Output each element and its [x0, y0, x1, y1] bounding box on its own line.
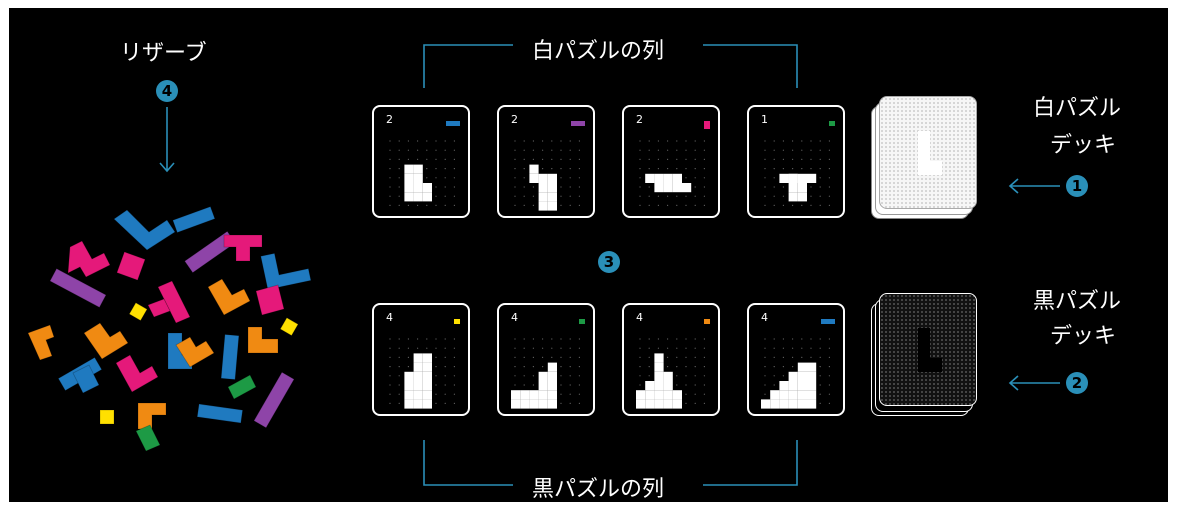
- white-card-1[interactable]: 2: [372, 105, 470, 218]
- black-card-4[interactable]: 4: [747, 303, 845, 416]
- card-number: 4: [636, 311, 643, 324]
- level-indicator-icon: [579, 319, 585, 324]
- white-row-bracket: [423, 44, 513, 88]
- badge-2: 2: [1066, 372, 1088, 394]
- badge-3: 3: [598, 251, 620, 273]
- card-number: 2: [511, 113, 518, 126]
- black-row-label: 黒パズルの列: [532, 477, 665, 502]
- black-step-puzzle-icon: [511, 338, 580, 409]
- black-card-1[interactable]: 4: [372, 303, 470, 416]
- badge-4: 4: [156, 80, 178, 102]
- level-indicator-icon: [704, 121, 710, 129]
- level-indicator-icon: [454, 319, 460, 324]
- black-tower-puzzle-icon: [389, 338, 455, 409]
- black-deck-L-icon: [918, 328, 942, 372]
- card-number: 2: [386, 113, 393, 126]
- black-deck-arrow-icon: [1008, 375, 1060, 391]
- black-card-3[interactable]: 4: [622, 303, 720, 416]
- level-indicator-icon: [829, 121, 835, 126]
- white-deck-L-icon: [918, 131, 942, 175]
- white-deck-label-2: デッキ: [1050, 133, 1117, 158]
- reserve-label: リザーブ: [120, 41, 207, 66]
- level-indicator-icon: [446, 121, 460, 126]
- black-peak-puzzle-icon: [636, 338, 705, 409]
- white-card-3[interactable]: 2: [622, 105, 720, 218]
- white-row-label: 白パズルの列: [532, 39, 665, 64]
- reserve-pieces-pile: [27, 206, 312, 452]
- level-indicator-icon: [571, 121, 585, 126]
- white-T-puzzle-icon: [764, 140, 830, 206]
- black-row-bracket: [423, 440, 513, 486]
- white-card-4[interactable]: 1: [747, 105, 845, 218]
- black-deck-label-2: デッキ: [1050, 324, 1117, 349]
- white-S-puzzle-icon: [514, 140, 580, 211]
- white-deck-label: 白パズル: [1033, 96, 1122, 121]
- card-number: 4: [511, 311, 518, 324]
- black-deck-label: 黒パズル: [1033, 289, 1122, 314]
- reserve-arrow-icon: [159, 107, 175, 173]
- white-deck-arrow-icon: [1008, 178, 1060, 194]
- black-card-2[interactable]: 4: [497, 303, 595, 416]
- card-number: 4: [386, 311, 393, 324]
- level-indicator-icon: [704, 319, 710, 324]
- black-stairs-puzzle-icon: [761, 338, 830, 409]
- level-indicator-icon: [821, 319, 835, 324]
- white-card-2[interactable]: 2: [497, 105, 595, 218]
- white-Z-puzzle-icon: [639, 140, 705, 206]
- white-L-puzzle-icon: [389, 140, 455, 206]
- card-number: 1: [761, 113, 768, 126]
- card-number: 4: [761, 311, 768, 324]
- badge-1: 1: [1066, 175, 1088, 197]
- card-number: 2: [636, 113, 643, 126]
